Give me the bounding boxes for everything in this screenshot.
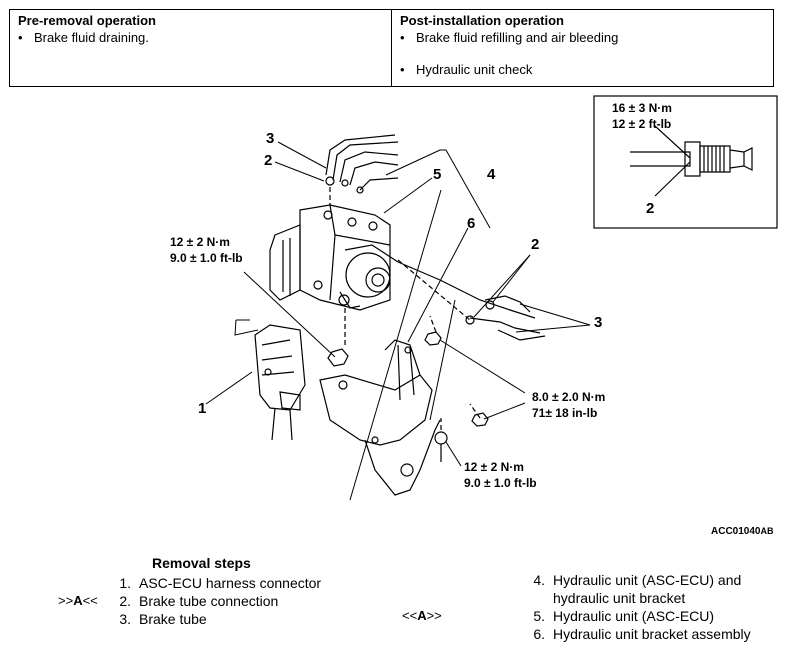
bullet-icon: • xyxy=(400,30,405,45)
callout-6: 6 xyxy=(467,215,476,232)
leader-lines xyxy=(205,141,591,467)
pre-removal-column: Pre-removal operation • Brake fluid drai… xyxy=(10,10,391,86)
torque-spec: 8.0 ± 2.0 N·m 71± 18 in-lb xyxy=(532,389,605,421)
removal-step: hydraulic unit bracket xyxy=(518,589,751,607)
inset-callout: 2 xyxy=(646,200,655,217)
step-number xyxy=(518,589,553,607)
step-number: 4. xyxy=(533,572,545,588)
figure-code-suffix: AB xyxy=(760,526,774,536)
ecu-harness-connector-icon xyxy=(254,324,306,441)
figure-code-main: ACC01040 xyxy=(711,526,761,537)
torque-spec: 12 ± 2 N·m 9.0 ± 1.0 ft-lb xyxy=(170,234,243,266)
torque-nm: 12 ± 2 N·m xyxy=(170,235,230,249)
bullet-icon: • xyxy=(18,30,23,45)
post-installation-item-text: Hydraulic unit check xyxy=(416,62,533,77)
pre-removal-item: • Brake fluid draining. xyxy=(18,30,383,46)
removal-step: 4. Hydraulic unit (ASC-ECU) and xyxy=(518,571,751,589)
callout-3: 3 xyxy=(594,314,603,331)
removal-step: 3. Brake tube xyxy=(104,610,321,628)
torque-nm: 8.0 ± 2.0 N·m xyxy=(532,390,606,404)
removal-step: 5. Hydraulic unit (ASC-ECU) xyxy=(518,607,751,625)
torque-nm: 12 ± 2 N·m xyxy=(464,460,524,474)
callout-4: 4 xyxy=(487,166,496,183)
mark-letter: A xyxy=(73,593,83,608)
pre-removal-item-text: Brake fluid draining. xyxy=(34,30,149,45)
mark-prefix: >> xyxy=(58,593,74,608)
guide-lines xyxy=(349,189,456,501)
step-text: hydraulic unit bracket xyxy=(553,590,686,606)
step-text: Brake tube xyxy=(139,611,207,627)
torque-in-lb: 71± 18 in-lb xyxy=(532,406,598,420)
figure-code: ACC01040AB xyxy=(711,526,773,537)
post-installation-item: • Hydraulic unit check xyxy=(400,62,765,78)
mark-letter: A xyxy=(417,608,427,623)
step-number: 6. xyxy=(533,626,545,642)
step-number: 3. xyxy=(119,611,131,627)
torque-ft: 9.0 ± 1.0 ft-lb xyxy=(170,251,243,265)
hydraulic-unit-icon xyxy=(269,204,399,311)
brake-tube-icon xyxy=(325,134,399,194)
post-installation-item-text: Brake fluid refilling and air bleeding xyxy=(416,30,619,45)
torque-spec: 12 ± 2 N·m 9.0 ± 1.0 ft-lb xyxy=(464,459,537,491)
bullet-icon: • xyxy=(400,62,405,77)
removal-steps-left: 1. ASC-ECU harness connector 2. Brake tube… xyxy=(104,574,321,628)
removal-step: 1. ASC-ECU harness connector xyxy=(104,574,321,592)
callout-3: 3 xyxy=(266,130,275,147)
removal-step: 6. Hydraulic unit bracket assembly xyxy=(518,625,751,643)
inset-torque: 16 ± 3 N·m 12 ± 2 ft-lb xyxy=(612,100,672,132)
removal-step: 2. Brake tube connection xyxy=(104,592,321,610)
post-installation-heading: Post-installation operation xyxy=(400,13,564,28)
step-number: 5. xyxy=(533,608,545,624)
callout-2: 2 xyxy=(531,236,540,253)
inset-frame xyxy=(593,95,778,229)
removal-steps-title: Removal steps xyxy=(152,555,251,571)
pre-removal-heading: Pre-removal operation xyxy=(18,13,156,28)
post-installation-item: • Brake fluid refilling and air bleeding xyxy=(400,30,765,46)
brake-tube-right-icon xyxy=(397,261,546,341)
mark-prefix: << xyxy=(402,608,418,623)
step-text: Brake tube connection xyxy=(139,593,279,609)
service-mark-left: >>A<< xyxy=(58,593,98,608)
assembly-lines xyxy=(329,187,481,430)
callout-2: 2 xyxy=(264,152,273,169)
service-mark-right: <<A>> xyxy=(402,608,442,623)
removal-steps-right: 4. Hydraulic unit (ASC-ECU) and hydraulic… xyxy=(518,571,751,643)
operations-table: Pre-removal operation • Brake fluid drai… xyxy=(9,9,774,87)
step-number: 2. xyxy=(119,593,131,609)
step-text: Hydraulic unit (ASC-ECU) and xyxy=(553,572,742,588)
hydraulic-unit-bracket-icon xyxy=(319,339,441,496)
callout-1: 1 xyxy=(198,400,207,417)
step-number: 1. xyxy=(119,575,131,591)
torque-ft: 9.0 ± 1.0 ft-lb xyxy=(464,476,537,490)
inset-torque-nm: 16 ± 3 N·m xyxy=(612,101,672,115)
post-installation-column: Post-installation operation • Brake flui… xyxy=(391,10,773,86)
inset-flare-nut-icon xyxy=(630,141,753,177)
step-text: Hydraulic unit bracket assembly xyxy=(553,626,751,642)
step-text: Hydraulic unit (ASC-ECU) xyxy=(553,608,715,624)
nut-icon xyxy=(327,331,489,462)
mark-suffix: >> xyxy=(426,608,442,623)
inset-torque-ft: 12 ± 2 ft-lb xyxy=(612,117,672,131)
mark-suffix: << xyxy=(82,593,98,608)
callout-5: 5 xyxy=(433,166,442,183)
step-text: ASC-ECU harness connector xyxy=(139,575,322,591)
